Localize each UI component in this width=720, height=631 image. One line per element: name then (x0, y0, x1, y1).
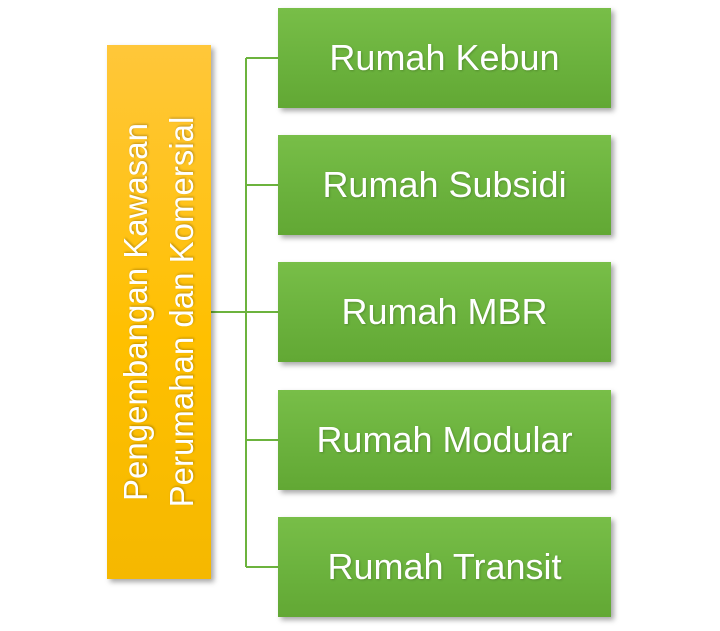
child-node-label: Rumah Transit (327, 546, 562, 587)
child-node-rumah-transit: Rumah Transit (278, 517, 611, 617)
child-node-rumah-modular: Rumah Modular (278, 390, 611, 490)
child-node-rumah-kebun: Rumah Kebun (278, 8, 611, 108)
child-node-rumah-subsidi: Rumah Subsidi (278, 135, 611, 235)
root-node: Pengembangan Kawasan Perumahan dan Komer… (107, 45, 211, 579)
root-node-line-2: Perumahan dan Komersial (163, 116, 200, 508)
root-node-line-1: Pengembangan Kawasan (117, 123, 154, 501)
child-node-label: Rumah Modular (316, 419, 573, 460)
child-node-label: Rumah MBR (341, 291, 548, 332)
child-node-label: Rumah Kebun (329, 37, 560, 78)
child-node-rumah-mbr: Rumah MBR (278, 262, 611, 362)
child-node-label: Rumah Subsidi (322, 164, 567, 205)
root-node-text: Pengembangan Kawasan Perumahan dan Komer… (113, 52, 205, 572)
